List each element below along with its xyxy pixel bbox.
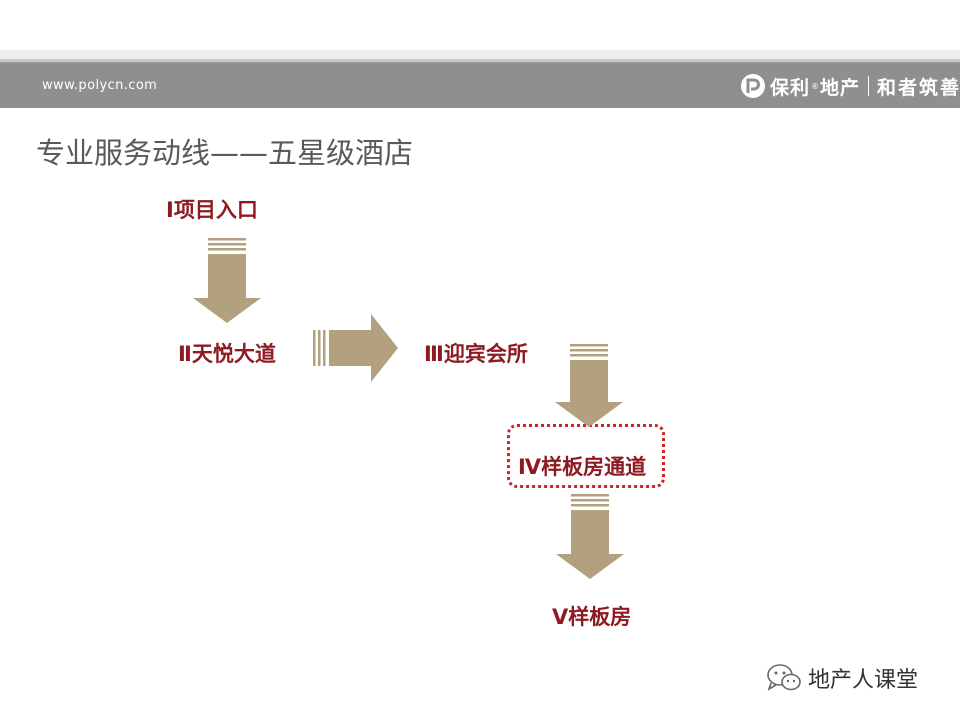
brand-suffix: 地产 [820, 76, 861, 99]
highlight-dotted-box [507, 424, 665, 488]
arrow-down-2-icon [555, 344, 623, 427]
website-url[interactable]: www.polycn.com [42, 78, 158, 93]
step-1-project-entrance: Ⅰ项目入口 [166, 198, 258, 222]
footer-watermark: 地产人课堂 [808, 668, 919, 693]
poly-logo-icon [741, 74, 765, 98]
arrow-down-3-icon [556, 494, 624, 579]
step-2-avenue: Ⅱ天悦大道 [178, 342, 276, 366]
arrow-right-icon [313, 314, 398, 382]
registered-mark-icon: ® [811, 81, 820, 91]
header-band [0, 50, 960, 108]
arrow-down-1-icon [193, 238, 261, 323]
step-3-clubhouse: Ⅲ迎宾会所 [424, 342, 528, 366]
slide-title: 专业服务动线——五星级酒店 [36, 136, 414, 170]
logo-divider [868, 76, 870, 96]
step-5-model-room: Ⅴ样板房 [552, 605, 632, 629]
company-logo: 保利 ® 地产 和者筑善 [740, 72, 960, 100]
brand-name: 保利 [770, 76, 811, 99]
brand-slogan: 和者筑善 [877, 76, 960, 99]
wechat-icon [767, 664, 801, 691]
step-4-model-passage: Ⅳ样板房通道 [518, 455, 647, 479]
